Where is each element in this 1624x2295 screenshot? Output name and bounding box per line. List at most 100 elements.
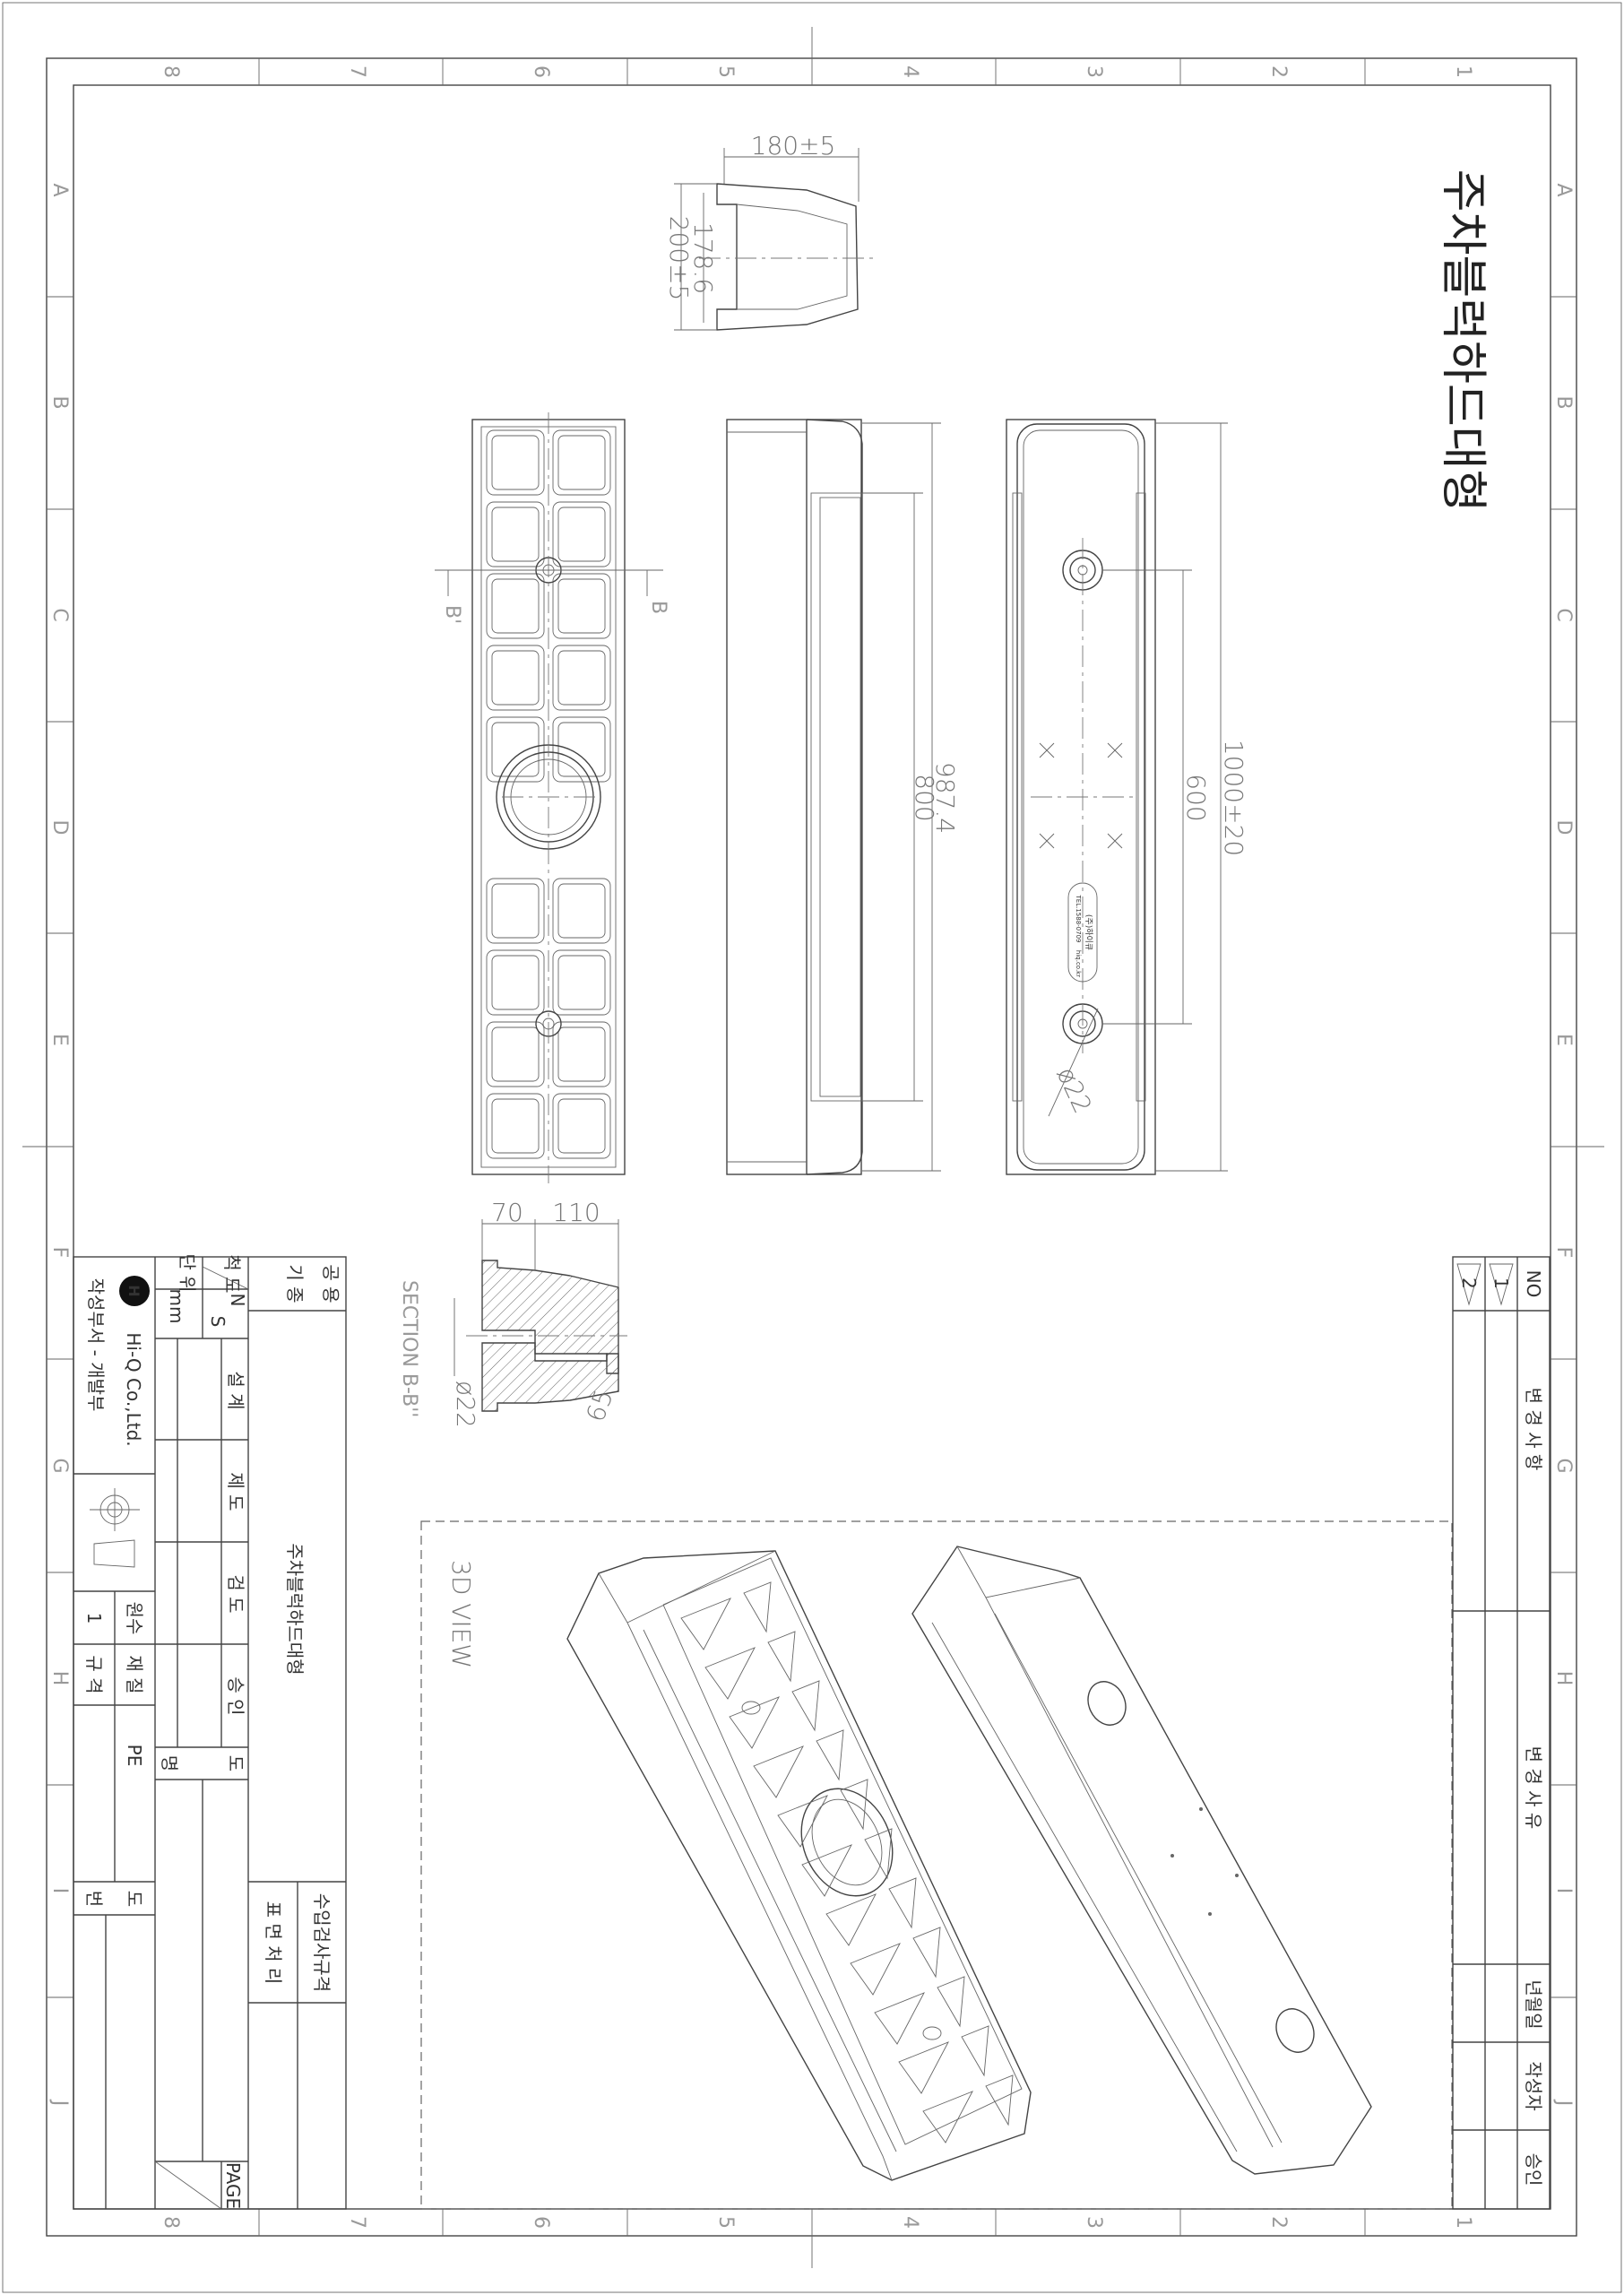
rib-cell	[888, 1877, 917, 1929]
dim-hole-dia: ø22	[1051, 1062, 1098, 1118]
label-approval: 승 인	[225, 1676, 246, 1715]
row-label: J	[48, 2099, 71, 2107]
grid-cell	[552, 501, 611, 567]
title-block: 공 용 기 종 척 도 N S 단 위 mm H Hi-Q Co.,Ltd. 작…	[73, 1253, 347, 2210]
revision-block: 1 2 NO 변 경 사 항 변 경 사 유 년월일 작성자 승인	[1452, 1256, 1551, 2210]
dim-top-height: 200±5	[664, 216, 694, 301]
dim-section-a: 70	[491, 1198, 523, 1227]
row-label: B	[1552, 395, 1575, 409]
dim-top-inner: 178.6	[688, 222, 718, 294]
col-label: 8	[160, 2216, 182, 2229]
dim-side-total: 987.4	[930, 762, 960, 834]
row-label: H	[48, 1671, 71, 1686]
grid-cell	[552, 716, 611, 783]
grid-cell	[486, 716, 545, 783]
grid-cell-inner	[557, 435, 606, 490]
col-label: 6	[530, 65, 552, 78]
row-label: C	[1552, 608, 1575, 621]
top-view: (주)하이큐 TEL.1588-0709 hiq.co.kr 1000±20 6…	[1006, 419, 1248, 1175]
rev-change-reason-header: 변 경 사 유	[1523, 1746, 1544, 1830]
col-label: 1	[1452, 65, 1474, 78]
rib-cell	[912, 1927, 941, 1979]
grid-cell	[552, 429, 611, 496]
dim-section-b: 110	[552, 1198, 600, 1227]
col-label: 5	[714, 2216, 737, 2229]
rib-cell	[777, 1795, 828, 1848]
rev-date-header: 년월일	[1523, 1979, 1544, 2029]
material-value: PE	[124, 1745, 145, 1767]
iso-view: 3D VIEW	[420, 1520, 1453, 2210]
grid-cell	[486, 501, 545, 567]
rib-cell	[840, 1779, 868, 1831]
zone-ticks	[47, 58, 1576, 2236]
grid-cell	[486, 878, 545, 944]
col-label: 8	[160, 65, 182, 78]
section-mark-right: B	[647, 601, 669, 614]
label-unit: 단 위	[177, 1253, 198, 1292]
grid-cell-inner	[491, 883, 540, 939]
grid-cell	[552, 878, 611, 944]
rev-no-header: NO	[1523, 1270, 1544, 1298]
grid-cell	[552, 1021, 611, 1087]
grid-cell-inner	[491, 435, 540, 490]
label-surface: 표 면 처 리	[263, 1901, 284, 1985]
row-label: I	[48, 1888, 71, 1894]
company-name: Hi-Q Co.,Ltd.	[123, 1332, 144, 1446]
grid-cell-inner	[557, 507, 606, 562]
iso-part-bottom	[566, 1550, 1032, 2181]
end-profile-view: 180±5 200±5 178.6	[664, 131, 878, 331]
row-label: E	[48, 1034, 71, 1046]
dim-side-inner: 800	[910, 774, 939, 821]
rev-change-item-header: 변 경 사 항	[1523, 1388, 1544, 1471]
grid-cell-inner	[491, 1098, 540, 1154]
col-label: 2	[1267, 2216, 1290, 2229]
grid-cell-inner	[491, 650, 540, 706]
row-label: G	[48, 1458, 71, 1473]
label-drawing-name-b: 명	[159, 1755, 180, 1771]
row-label: I	[1552, 1888, 1575, 1894]
iso-part-top	[911, 1546, 1372, 2175]
label-web: hiq.co.kr	[1075, 950, 1082, 977]
col-label: 3	[1083, 65, 1105, 78]
grid-cell	[552, 1093, 611, 1159]
row-label: H	[1552, 1671, 1575, 1686]
rib-cell	[961, 2025, 989, 2077]
revision-item: 1	[1490, 1277, 1512, 1289]
label-drawing-no-a: 도	[124, 1891, 145, 1907]
row-label: C	[48, 608, 71, 621]
scale-n: N	[227, 1294, 248, 1307]
grid-cell	[552, 573, 611, 639]
label-design: 설 계	[225, 1371, 246, 1409]
dim-hole-pitch: 600	[1181, 774, 1211, 821]
row-label: F	[1552, 1247, 1575, 1259]
grid-cell-inner	[557, 955, 606, 1010]
page-diagonal	[154, 2161, 222, 2210]
grid-cell	[552, 645, 611, 711]
col-label: 4	[899, 65, 921, 78]
grid-cell	[486, 429, 545, 496]
label-common: 공 용	[320, 1264, 341, 1303]
grid-cell-inner	[491, 1026, 540, 1082]
company-logo: H	[119, 1276, 150, 1306]
row-label: G	[1552, 1458, 1575, 1473]
rib-cell	[801, 1844, 852, 1897]
row-label: J	[1552, 2099, 1575, 2107]
rib-cell	[874, 1992, 925, 2045]
label-material: 재 질	[124, 1655, 145, 1693]
zone-labels: 8 7 6 5 4 3 2 1 8 7 6 5 4 3 2 1 A B C D …	[48, 65, 1575, 2229]
rib-cell	[864, 1828, 893, 1880]
revision-item: 2	[1458, 1277, 1480, 1289]
row-label: E	[1552, 1034, 1575, 1046]
embossed-label	[1067, 882, 1098, 983]
label-review: 검 도	[225, 1574, 246, 1613]
department: 작성부서 - 개발부	[85, 1278, 107, 1412]
rib-cell	[937, 1976, 965, 2028]
col-label: 3	[1083, 2216, 1105, 2229]
marker-x-icons	[1039, 742, 1123, 849]
scale-s: S	[207, 1316, 229, 1328]
rev-approve-header: 승인	[1523, 2153, 1544, 2187]
label-page: PAGE	[222, 2162, 244, 2209]
row-label: F	[48, 1247, 71, 1259]
